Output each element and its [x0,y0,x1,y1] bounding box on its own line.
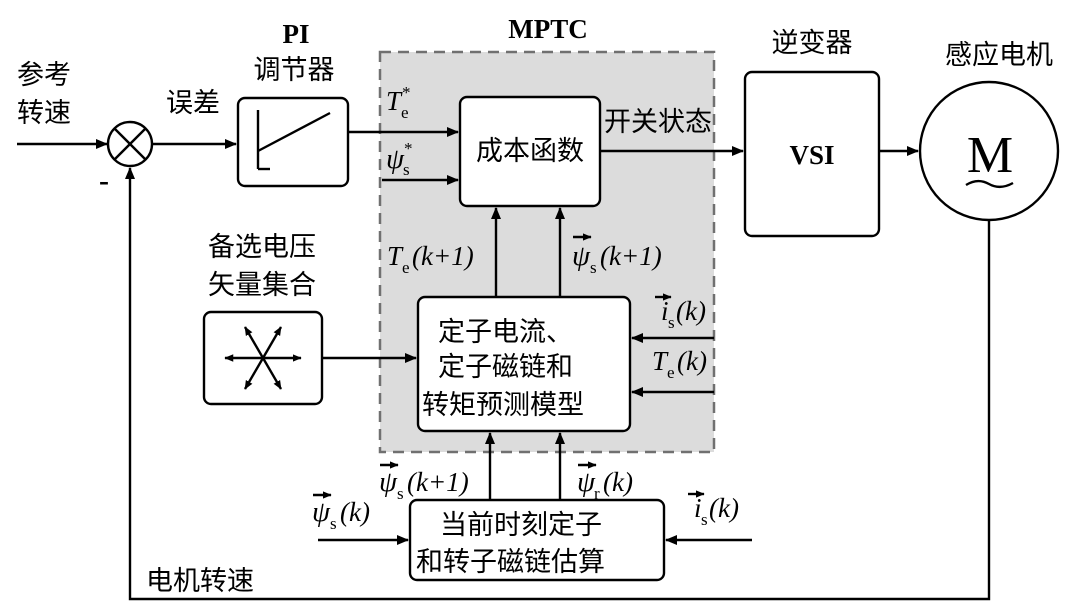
voltage-vector-set-block [202,310,324,406]
flux-reference-label: ψ s * [386,139,413,179]
stator-current-label: i s (k) [655,293,706,332]
prediction-label-2: 定子磁链和 [438,352,573,383]
speed-feedback-line [125,167,991,601]
error-label: 误差 [166,88,220,119]
motor-speed-label: 电机转速 [146,566,254,597]
minus-sign: - [99,164,109,197]
prediction-label-3: 转矩预测模型 [422,390,584,421]
svg-text:T: T [386,86,403,116]
stator-current-input-label: i s (k) [688,490,739,529]
inverter-title: 逆变器 [772,28,853,59]
estimated-stator-flux-label: ψ s (k+1) [379,461,469,503]
svg-text:ψ: ψ [312,496,331,528]
svg-text:(k): (k) [676,296,706,326]
svg-text:(k+1): (k+1) [407,467,469,497]
estimator-label-1: 当前时刻定子 [440,510,602,541]
svg-text:T: T [652,346,669,376]
cost-function-label: 成本函数 [476,136,584,167]
svg-text:(k+1): (k+1) [412,241,474,271]
svg-text:(k+1): (k+1) [600,241,662,271]
svg-text:s: s [668,313,675,332]
svg-text:s: s [590,258,597,277]
torque-prediction-label: T e (k+1) [387,241,474,277]
prediction-model-block [416,295,632,433]
svg-text:T: T [387,241,404,271]
pi-controller-block [236,96,350,188]
svg-text:i: i [661,296,669,326]
summing-junction [106,120,154,168]
motor-title: 感应电机 [945,40,1053,71]
pi-title: PI [283,19,310,49]
svg-text:s: s [397,484,404,503]
vsi-label: VSI [789,140,834,170]
estimator-label-2: 和转子磁链估算 [416,547,605,578]
flux-prediction-label: ψ s (k+1) [572,233,662,277]
svg-text:*: * [404,139,413,158]
motor-tilde [965,179,1014,189]
svg-text:*: * [402,83,411,102]
stator-flux-input-label: ψ s (k) [312,491,370,533]
svg-text:(k): (k) [709,493,739,523]
ref-speed-label-1: 参考 [17,60,71,91]
svg-text:e: e [667,363,675,382]
svg-text:s: s [330,514,337,533]
vsi-block [743,70,881,238]
switch-state-label: 开关状态 [604,107,712,138]
motor-symbol: M [967,127,1013,184]
estimated-rotor-flux-label: ψ r (k) [577,461,633,503]
svg-text:e: e [401,103,409,122]
pi-subtitle: 调节器 [254,55,335,86]
torque-reference-label: T e * [386,83,411,122]
candidate-label-1: 备选电压 [208,232,316,263]
svg-text:e: e [402,258,410,277]
svg-text:ψ: ψ [386,143,405,175]
candidate-label-2: 矢量集合 [208,270,316,301]
mptc-title: MPTC [508,14,587,44]
svg-text:r: r [594,484,600,503]
svg-text:s: s [701,510,708,529]
svg-text:(k): (k) [340,497,370,527]
svg-text:ψ: ψ [572,240,591,272]
ref-speed-label-2: 转速 [17,98,71,129]
svg-text:ψ: ψ [577,466,596,498]
svg-text:(k): (k) [677,346,707,376]
svg-text:s: s [403,160,410,179]
svg-text:(k): (k) [603,467,633,497]
svg-text:ψ: ψ [379,466,398,498]
prediction-label-1: 定子电流、 [438,317,573,348]
flux-estimator-block [408,498,666,582]
torque-current-label: T e (k) [652,346,707,382]
svg-text:i: i [694,493,702,523]
